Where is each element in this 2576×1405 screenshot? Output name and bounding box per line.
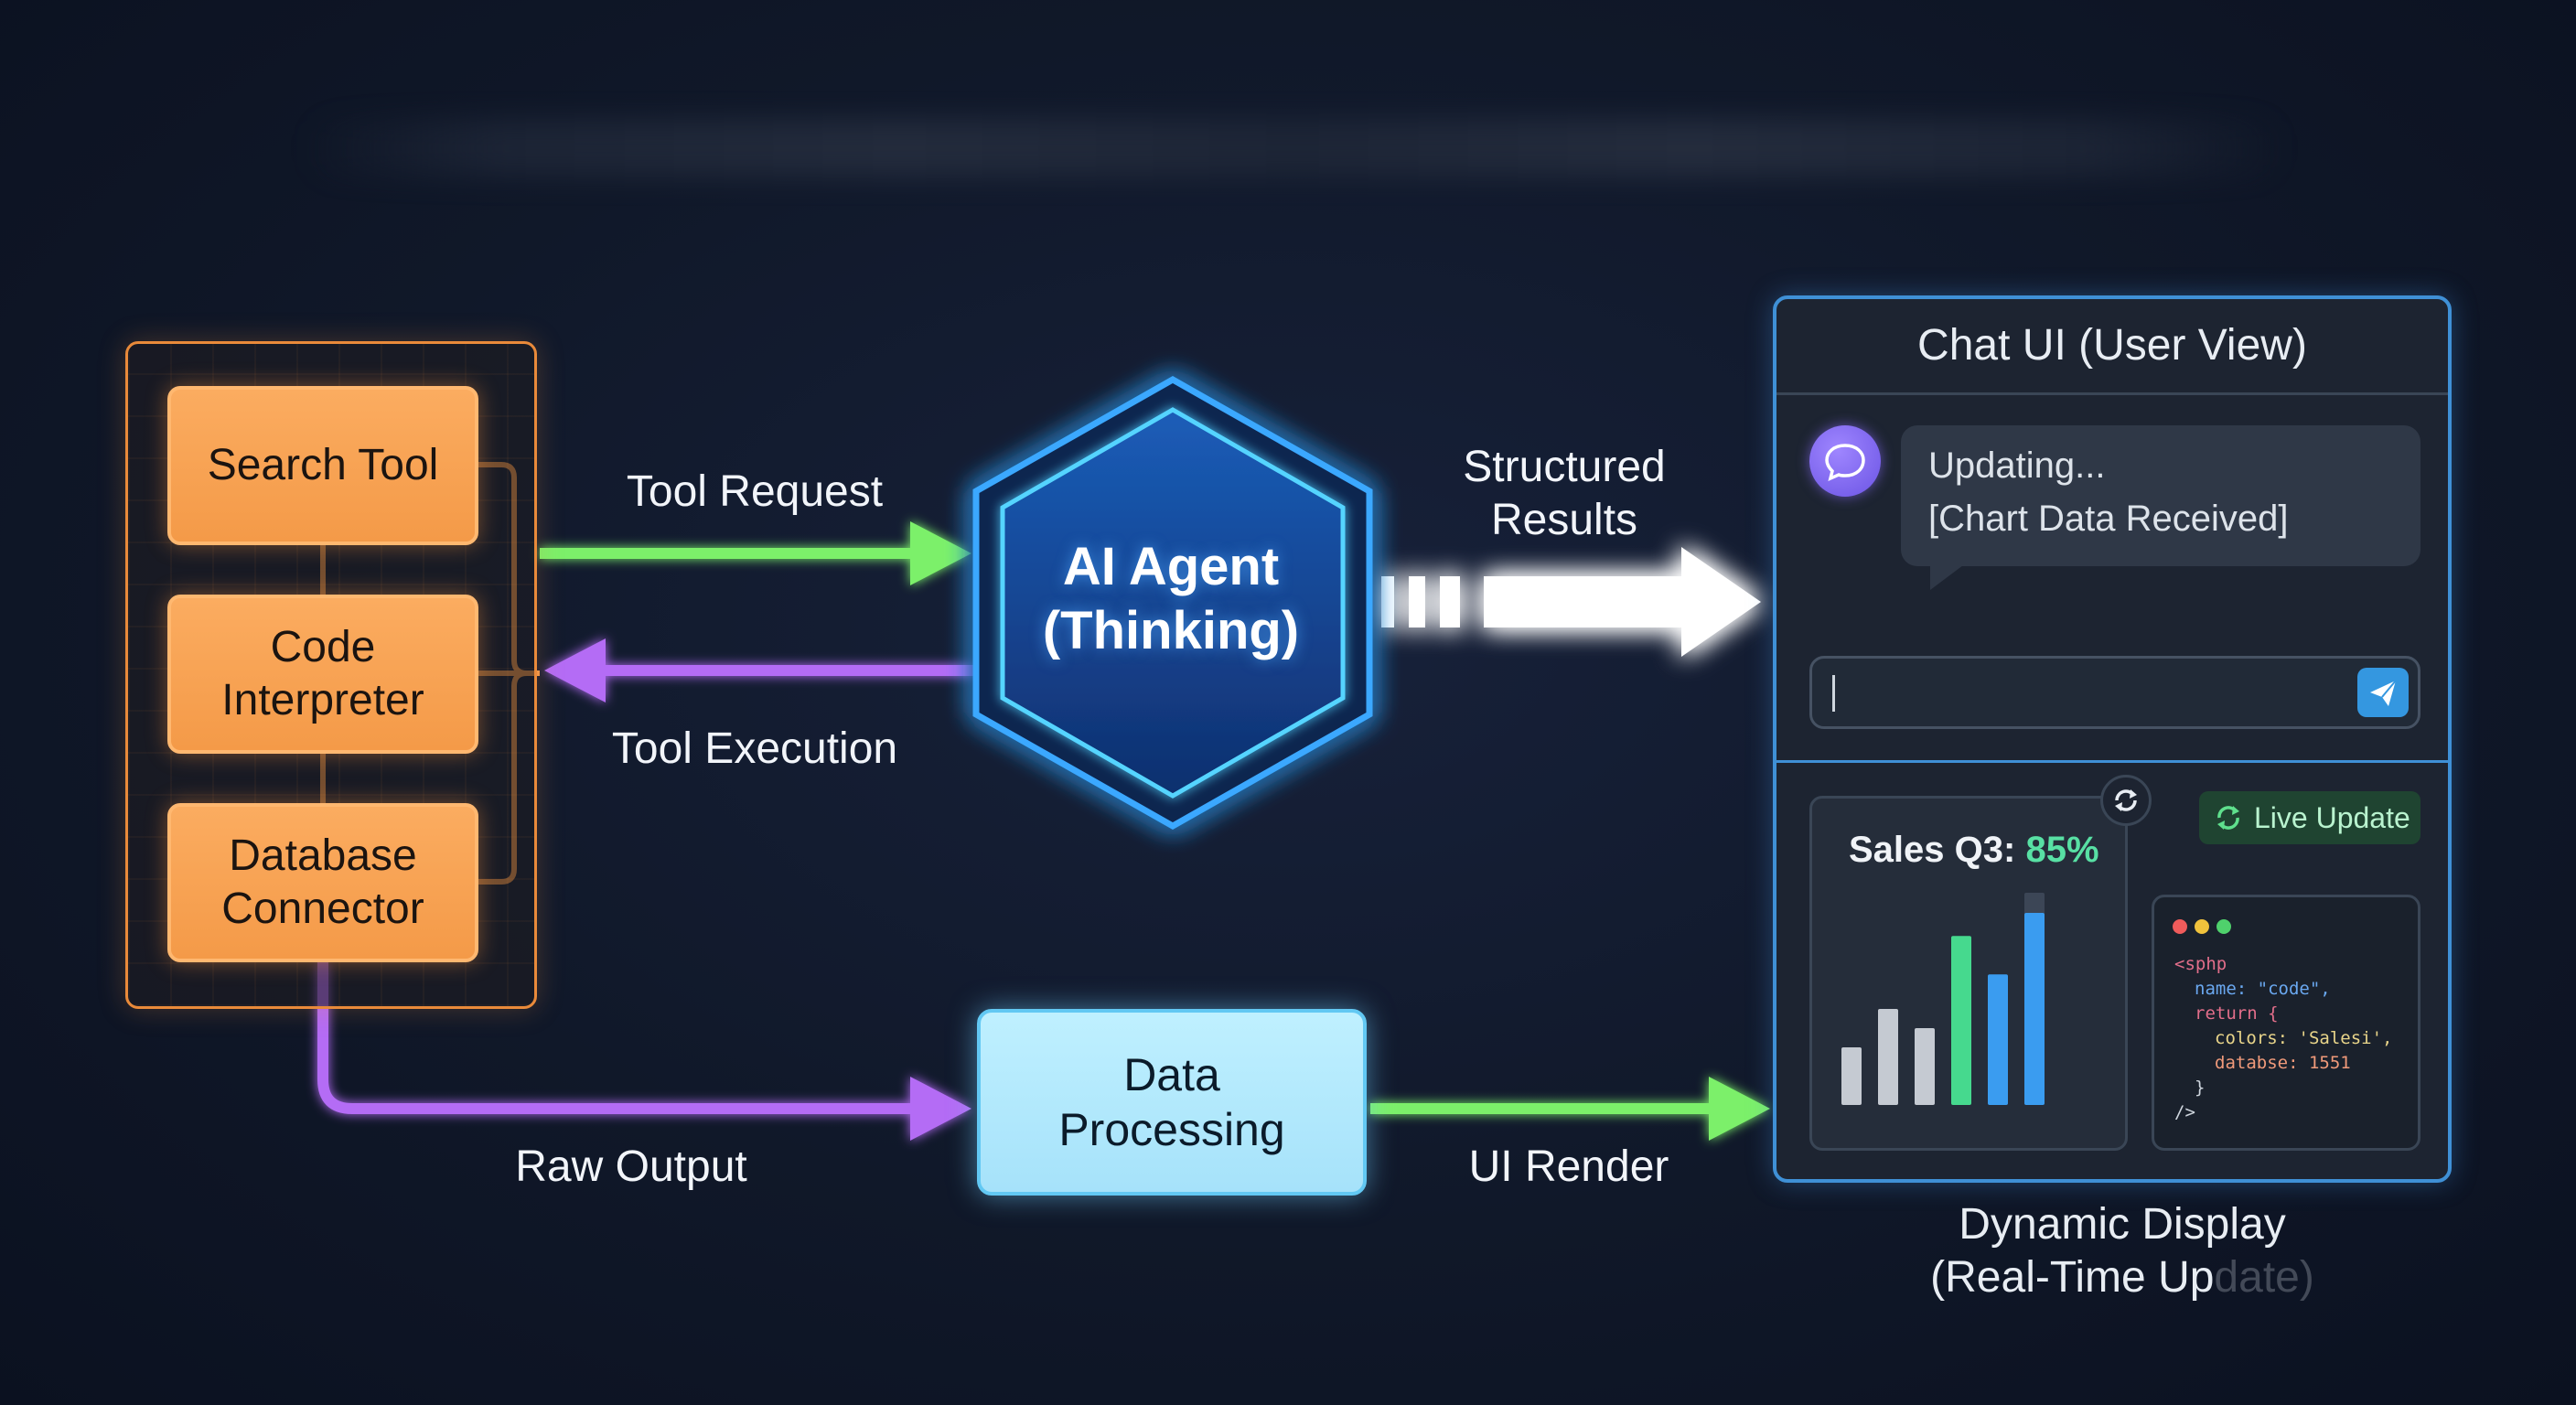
sales-bar-chart	[1841, 893, 2045, 1105]
code-line: }	[2195, 1078, 2206, 1098]
close-dot	[2173, 919, 2187, 934]
tool-request-label: Tool Request	[626, 467, 884, 516]
maximize-dot	[2216, 919, 2231, 934]
chart-bar	[1915, 1028, 1935, 1105]
live-update-badge: Live Update	[2199, 791, 2420, 844]
raw-output-label: Raw Output	[515, 1142, 747, 1191]
send-button[interactable]	[2357, 668, 2409, 717]
ui-render-arrow	[1370, 1077, 1770, 1141]
refresh-button[interactable]	[2100, 775, 2152, 826]
chart-bar	[1951, 936, 1971, 1105]
tool-request-arrow	[540, 521, 971, 585]
raw-output-arrow	[317, 962, 971, 1141]
sales-label: Sales Q3: 85%	[1849, 830, 2099, 870]
code-line: />	[2174, 1102, 2195, 1122]
chart-bar	[1988, 974, 2008, 1105]
code-line: name: "code",	[2195, 979, 2331, 999]
ai-agent-label: AI Agent (Thinking)	[1042, 537, 1300, 660]
message-line-2: [Chart Data Received]	[1928, 499, 2289, 539]
text-caret	[1832, 675, 1835, 712]
chat-bubble-icon	[1825, 444, 1865, 482]
send-icon	[2370, 680, 2397, 706]
data-processing-box: Data Processing	[977, 1009, 1367, 1196]
refresh-icon	[2115, 789, 2137, 811]
sync-icon	[2217, 806, 2239, 830]
search-tool-box: Search Tool	[167, 386, 478, 545]
database-connector-box: Database Connector	[167, 803, 478, 962]
chart-bar	[1841, 1047, 1862, 1105]
blurred-title	[302, 119, 2287, 177]
code-snippet-card: <sphp name: "code", return { colors: 'Sa…	[2152, 895, 2420, 1151]
chat-title: Chat UI (User View)	[1776, 299, 2448, 395]
chart-bar	[1878, 1009, 1898, 1105]
chat-ui-panel: Chat UI (User View) Updating... [Chart D…	[1773, 295, 2452, 1183]
code-line: return {	[2195, 1003, 2279, 1024]
sales-chart-card: Sales Q3: 85%	[1809, 796, 2128, 1151]
dynamic-display-line1: Dynamic Display	[1959, 1200, 2286, 1249]
structured-results-label: Structured Results	[1463, 443, 1666, 544]
code-interpreter-box: Code Interpreter	[167, 595, 478, 754]
code-line: databse: 1551	[2215, 1053, 2351, 1073]
bubble-tail	[1930, 563, 1967, 590]
chat-avatar	[1809, 425, 1881, 497]
tool-execution-label: Tool Execution	[611, 724, 898, 773]
message-line-1: Updating...	[1928, 445, 2106, 486]
dynamic-display-label: Dynamic Display (Real-Time Update)	[1830, 1198, 2415, 1304]
agent-message-bubble	[1901, 425, 2420, 566]
minimize-dot	[2195, 919, 2209, 934]
panel-divider	[1776, 760, 2448, 763]
chart-bar	[2024, 913, 2045, 1105]
dynamic-display-line2: (Real-Time Update)	[1930, 1253, 2314, 1302]
tool-execution-arrow	[544, 638, 979, 702]
ai-agent-hexagon	[972, 375, 1373, 831]
ui-render-label: UI Render	[1468, 1142, 1669, 1191]
structured-results-arrow	[1381, 547, 1761, 657]
chat-input[interactable]	[1809, 656, 2420, 729]
code-line: <sphp	[2174, 954, 2227, 974]
sales-value: 85%	[2025, 830, 2099, 870]
code-line: colors: 'Salesi',	[2215, 1028, 2393, 1048]
